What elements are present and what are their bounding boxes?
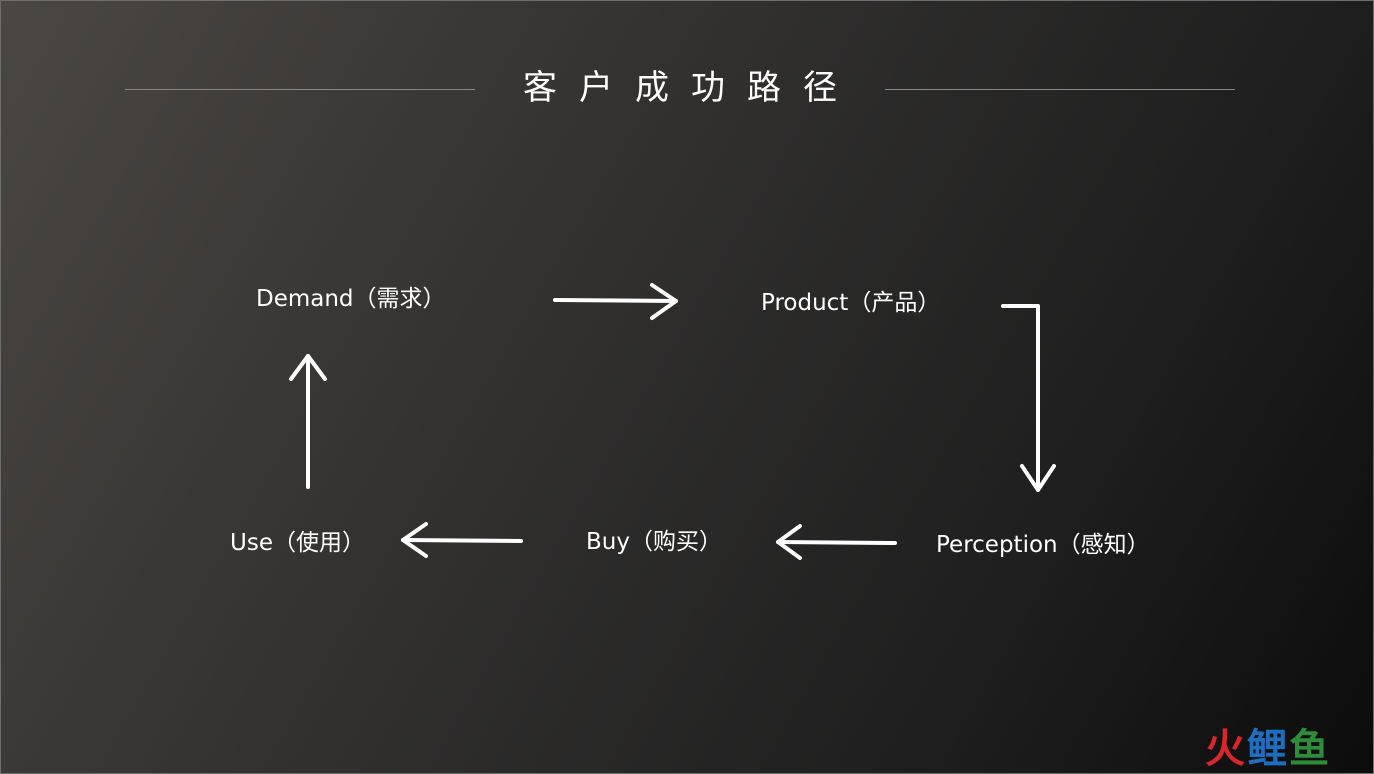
watermark-char: 鲤	[1247, 726, 1289, 772]
title-divider-left	[125, 89, 475, 90]
arrow-use-to-demand	[289, 354, 327, 489]
arrow-buy-to-use	[401, 522, 523, 558]
node-product: Product（产品）	[761, 290, 941, 316]
watermark-char: 火	[1205, 726, 1247, 772]
node-perception: Perception（感知）	[936, 532, 1150, 558]
node-buy: Buy（购买）	[586, 529, 722, 555]
slide-title: 客户成功路径	[523, 68, 859, 108]
arrow-demand-to-product	[553, 283, 678, 320]
watermark-logo: 火鲤鱼	[1205, 724, 1331, 774]
node-demand: Demand（需求）	[256, 286, 446, 312]
watermark-char: 鱼	[1289, 726, 1331, 772]
arrow-product-to-perception	[1001, 304, 1056, 492]
arrow-perception-to-buy	[776, 524, 897, 560]
node-use: Use（使用）	[230, 530, 365, 556]
title-divider-right	[885, 89, 1235, 90]
